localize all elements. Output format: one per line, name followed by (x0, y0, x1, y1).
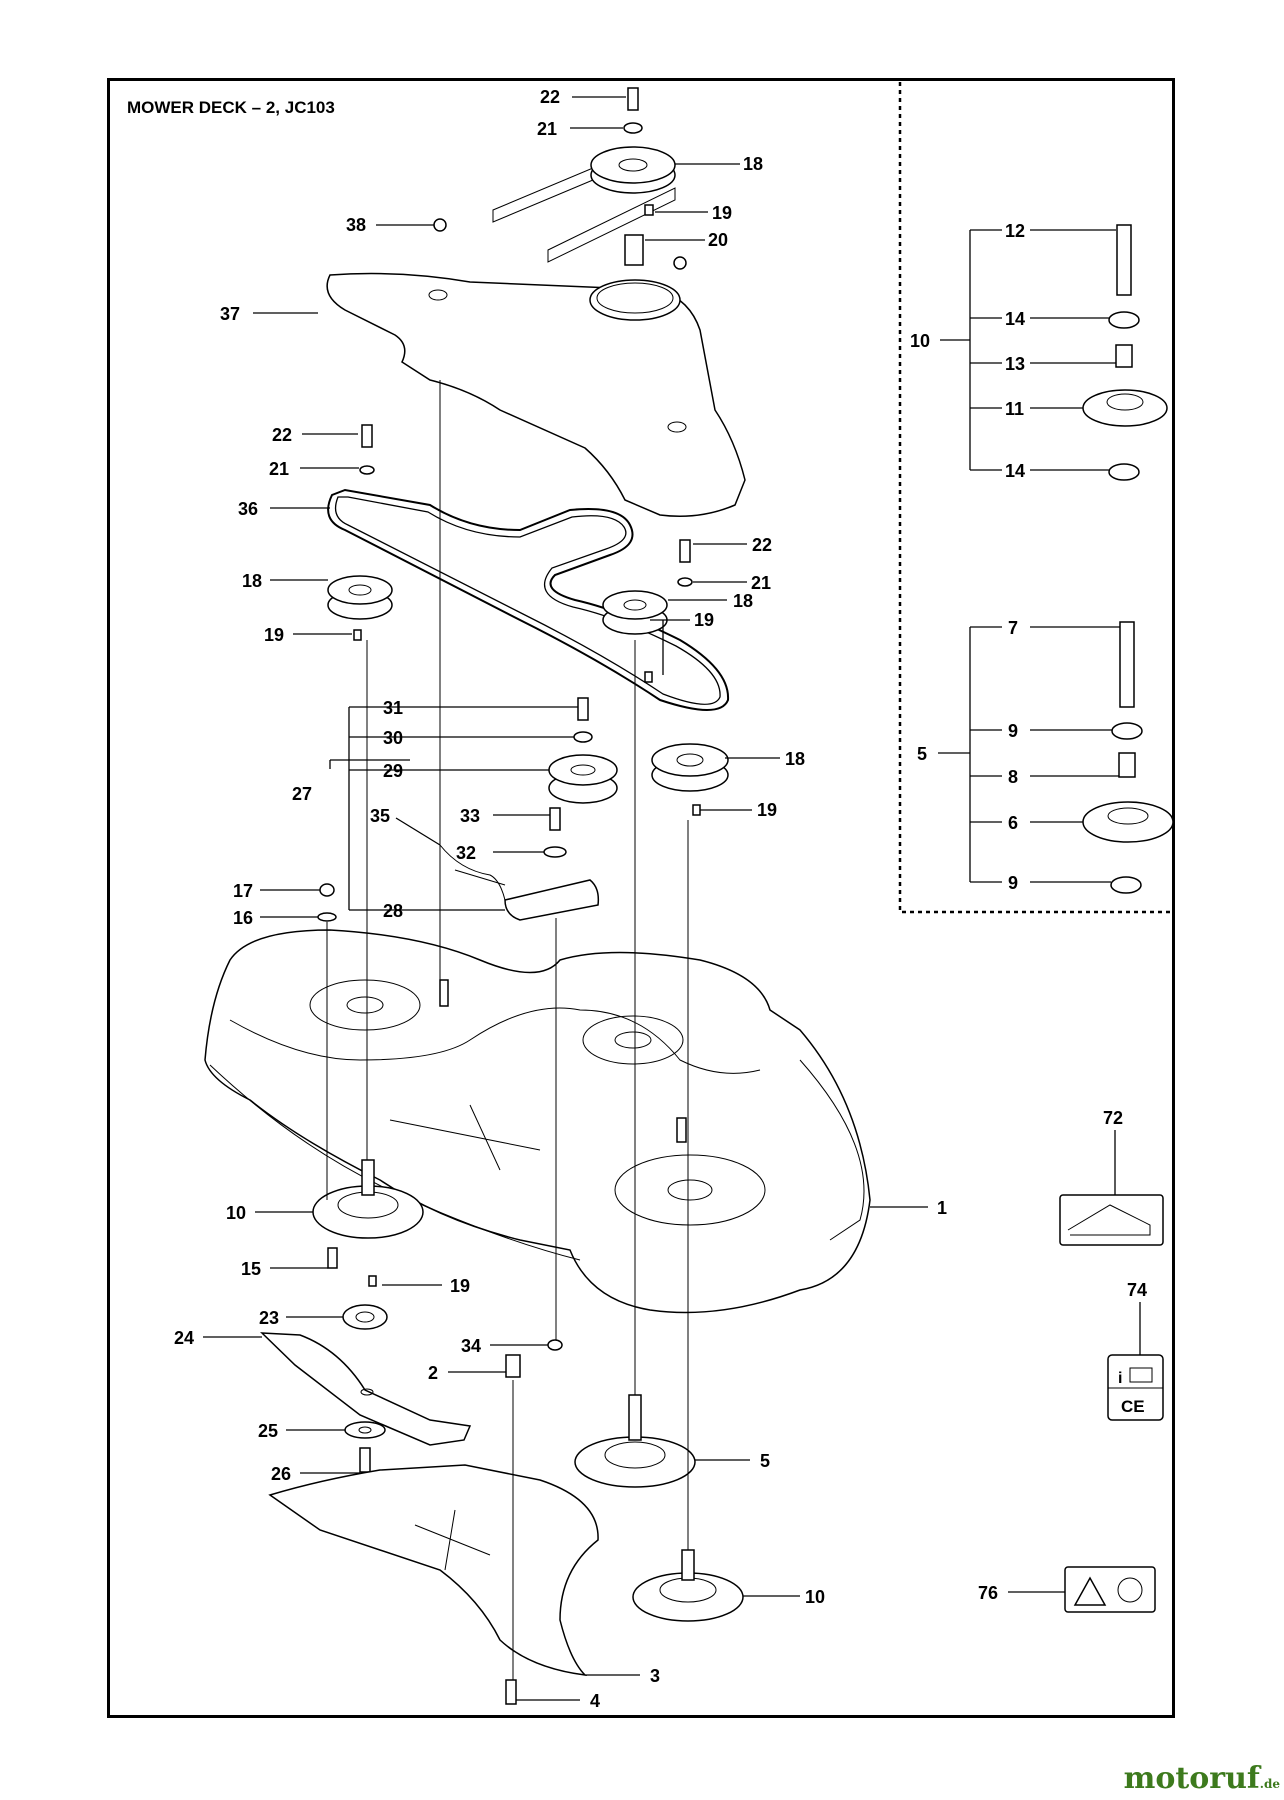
label-31: 31 (383, 698, 403, 718)
label-29: 29 (383, 761, 403, 781)
label-1: 1 (937, 1198, 947, 1218)
top-pulley-18[interactable] (433, 87, 687, 270)
label-19: 19 (694, 610, 714, 630)
label-6: 6 (1008, 813, 1018, 833)
svg-text:i: i (1118, 1370, 1122, 1387)
label-21: 21 (751, 573, 771, 593)
pulley-18-right[interactable] (651, 743, 729, 816)
label-10: 10 (910, 331, 930, 351)
decal-74[interactable]: i CE (1107, 1354, 1164, 1421)
watermark-main: motoruf (1123, 1761, 1260, 1796)
label-18: 18 (733, 591, 753, 611)
mower-deck-1[interactable] (204, 929, 871, 1314)
label-26: 26 (271, 1464, 291, 1484)
label-18: 18 (743, 154, 763, 174)
label-11: 11 (1005, 399, 1024, 419)
label-18: 18 (785, 749, 805, 769)
label-12: 12 (1005, 221, 1025, 241)
spindle-5[interactable] (574, 1394, 696, 1488)
label-19: 19 (712, 203, 732, 223)
label-21: 21 (537, 119, 557, 139)
decal-72[interactable] (1059, 1194, 1164, 1246)
leader-lines (203, 96, 1141, 1701)
spindle-10-bottom[interactable] (632, 1549, 744, 1622)
label-22: 22 (752, 535, 772, 555)
label-8: 8 (1008, 767, 1018, 787)
label-18: 18 (242, 571, 262, 591)
belt-cover-37[interactable] (326, 272, 746, 517)
label-4: 4 (590, 1691, 600, 1711)
label-3: 3 (650, 1666, 660, 1686)
svg-text:CE: CE (1121, 1397, 1145, 1416)
label-25: 25 (258, 1421, 278, 1441)
label-22: 22 (272, 425, 292, 445)
decal-76[interactable] (1064, 1566, 1156, 1613)
subassembly-box (898, 82, 1172, 914)
label-14: 14 (1005, 461, 1025, 481)
label-5: 5 (760, 1451, 770, 1471)
label-2: 2 (428, 1363, 438, 1383)
label-36: 36 (238, 499, 258, 519)
label-10: 10 (226, 1203, 246, 1223)
part-number-labels: 22 21 18 19 20 38 37 22 21 36 22 21 18 1… (174, 87, 1147, 1711)
watermark: motoruf.de (1124, 1761, 1280, 1796)
label-24: 24 (174, 1328, 194, 1348)
label-19: 19 (757, 800, 777, 820)
label-14: 14 (1005, 309, 1025, 329)
spacer-2-nut-34[interactable] (505, 1339, 563, 1378)
inset-spindle-5[interactable] (1082, 621, 1174, 894)
label-27: 27 (292, 784, 312, 804)
baffle-3[interactable] (268, 1464, 599, 1705)
label-30: 30 (383, 728, 403, 748)
label-5: 5 (917, 744, 927, 764)
label-23: 23 (259, 1308, 279, 1328)
label-35: 35 (370, 806, 390, 826)
label-37: 37 (220, 304, 240, 324)
idler-assembly-27[interactable] (439, 697, 618, 921)
label-74: 74 (1127, 1280, 1147, 1300)
label-72: 72 (1103, 1108, 1123, 1128)
label-16: 16 (233, 908, 253, 928)
label-22: 22 (540, 87, 560, 107)
pulley-18-center[interactable] (602, 539, 693, 683)
pulley-18-left[interactable] (327, 424, 393, 641)
page-title: MOWER DECK – 2, JC103 (127, 98, 335, 117)
blade-24[interactable] (260, 1332, 472, 1473)
label-34: 34 (461, 1336, 481, 1356)
label-9: 9 (1008, 721, 1018, 741)
label-32: 32 (456, 843, 476, 863)
label-9: 9 (1008, 873, 1018, 893)
label-19: 19 (264, 625, 284, 645)
label-21: 21 (269, 459, 289, 479)
label-20: 20 (708, 230, 728, 250)
watermark-suffix: .de (1259, 1777, 1280, 1791)
label-13: 13 (1005, 354, 1025, 374)
label-15: 15 (241, 1259, 261, 1279)
label-7: 7 (1008, 618, 1018, 638)
label-33: 33 (460, 806, 480, 826)
label-19: 19 (450, 1276, 470, 1296)
nut-washer-16-17[interactable] (317, 883, 337, 922)
label-10: 10 (805, 1587, 825, 1607)
inset-spindle-10[interactable] (1082, 224, 1168, 481)
label-76: 76 (978, 1583, 998, 1603)
label-17: 17 (233, 881, 253, 901)
spindle-10-left[interactable] (312, 1159, 424, 1330)
diagram-frame (107, 78, 1175, 1718)
label-28: 28 (383, 901, 403, 921)
label-38: 38 (346, 215, 366, 235)
